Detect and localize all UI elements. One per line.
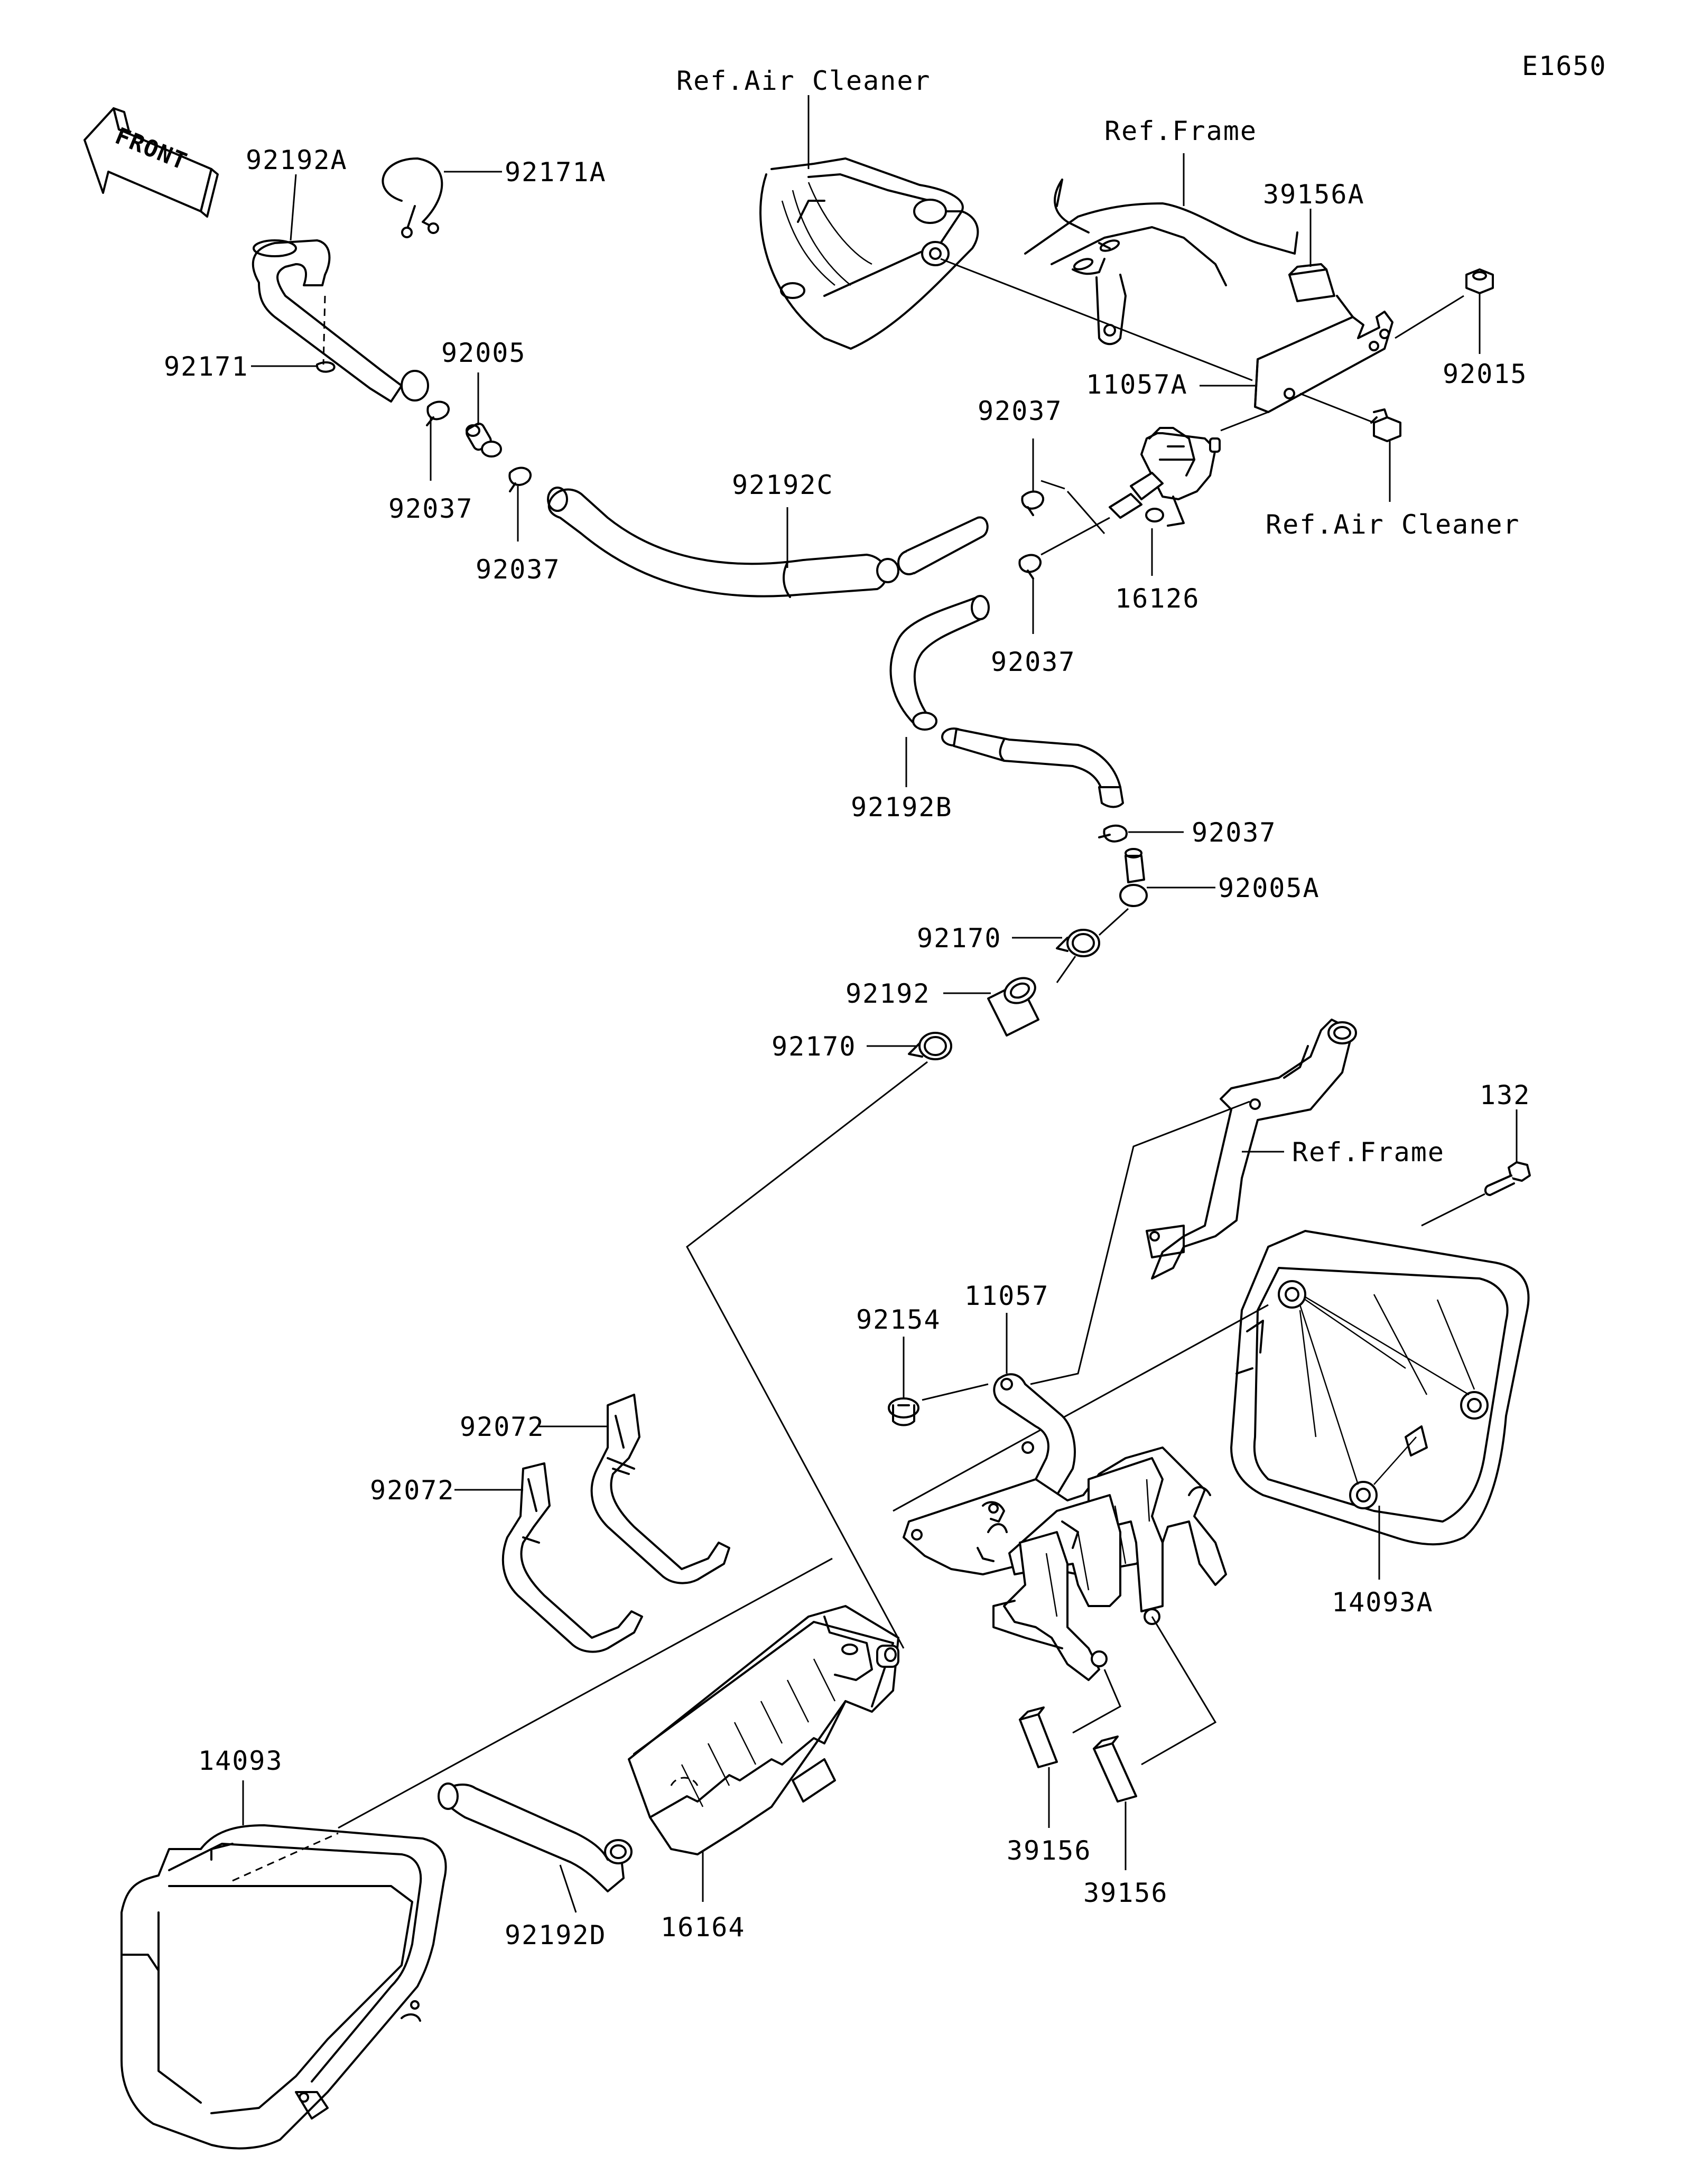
bolt-132	[1484, 1161, 1531, 1196]
hose-92192c	[547, 487, 989, 598]
pad-39156-b	[1093, 1735, 1137, 1803]
label-11057a: 11057A	[1086, 369, 1188, 400]
label-92072-a: 92072	[460, 1412, 545, 1442]
pad-39156-a	[1019, 1706, 1058, 1768]
air-cleaner-ref-top	[759, 157, 979, 350]
diagram-code: E1650	[1522, 51, 1607, 81]
label-92015: 92015	[1443, 359, 1528, 389]
clamp-92037-c	[1021, 490, 1045, 516]
label-16126: 16126	[1115, 583, 1200, 614]
strap-92072-a	[590, 1394, 730, 1584]
hose-92192	[987, 977, 1039, 1037]
label-39156-b: 39156	[1083, 1878, 1168, 1908]
cover-14093a	[1230, 1230, 1530, 1546]
label-92192: 92192	[846, 978, 931, 1009]
bracket-11057	[903, 1373, 1227, 1681]
clamp-92170-a	[1056, 929, 1100, 957]
hose-92192b	[889, 595, 1124, 808]
bracket-11057a	[1254, 295, 1393, 413]
cover-14093	[120, 1824, 447, 2150]
fitting-92005	[466, 423, 502, 458]
label-16164: 16164	[661, 1912, 746, 1943]
label-92192a: 92192A	[246, 145, 348, 175]
label-92037-c: 92037	[978, 396, 1063, 426]
hose-92192a	[252, 239, 429, 403]
fitting-92005a	[1119, 848, 1148, 907]
label-92171a: 92171A	[505, 157, 607, 188]
label-92037-a: 92037	[388, 493, 473, 524]
label-92154: 92154	[856, 1304, 941, 1335]
nut-92015	[1465, 268, 1494, 294]
ref-frame-top: Ref.Frame	[1104, 116, 1257, 146]
bolt-air-cleaner	[1370, 408, 1401, 442]
front-arrow-icon: FRONT	[83, 107, 219, 218]
label-92005a: 92005A	[1218, 873, 1320, 903]
label-92005: 92005	[441, 338, 526, 368]
label-92192b: 92192B	[851, 792, 953, 823]
label-92072-b: 92072	[370, 1475, 455, 1506]
label-14093a: 14093A	[1332, 1587, 1434, 1618]
label-92037-e: 92037	[1192, 817, 1277, 848]
label-92171: 92171	[164, 351, 249, 382]
label-92037-b: 92037	[476, 554, 561, 585]
label-92037-d: 92037	[991, 647, 1076, 677]
ref-frame-lower: Ref.Frame	[1292, 1137, 1445, 1168]
clamp-92037-b	[508, 466, 532, 492]
clamp-92037-d	[1018, 554, 1042, 580]
valve-16126	[1109, 427, 1221, 527]
canister-16164	[628, 1605, 899, 1855]
frame-ref-top	[1024, 179, 1298, 346]
clip-92171a	[382, 157, 443, 238]
pad-39156a	[1288, 263, 1335, 302]
label-39156a: 39156A	[1263, 179, 1365, 210]
clip-92171	[315, 361, 336, 373]
label-11057: 11057	[964, 1281, 1049, 1311]
label-92192c: 92192C	[732, 470, 834, 500]
strap-92072-b	[501, 1462, 643, 1653]
label-92170-a: 92170	[917, 923, 1002, 954]
label-39156-a: 39156	[1007, 1835, 1092, 1866]
label-92170-b: 92170	[772, 1031, 857, 1062]
ref-air-cleaner-bolt: Ref.Air Cleaner	[1266, 509, 1520, 540]
label-92192d: 92192D	[505, 1920, 607, 1950]
clamp-92037-e	[1098, 824, 1128, 843]
label-14093: 14093	[198, 1746, 283, 1776]
hose-92192d	[438, 1782, 633, 1892]
clamp-92170-b	[908, 1032, 952, 1060]
ref-air-cleaner-top: Ref.Air Cleaner	[676, 66, 931, 96]
frame-ref-lower	[1146, 1019, 1357, 1280]
bolt-92154	[888, 1397, 919, 1426]
label-132: 132	[1480, 1080, 1530, 1110]
